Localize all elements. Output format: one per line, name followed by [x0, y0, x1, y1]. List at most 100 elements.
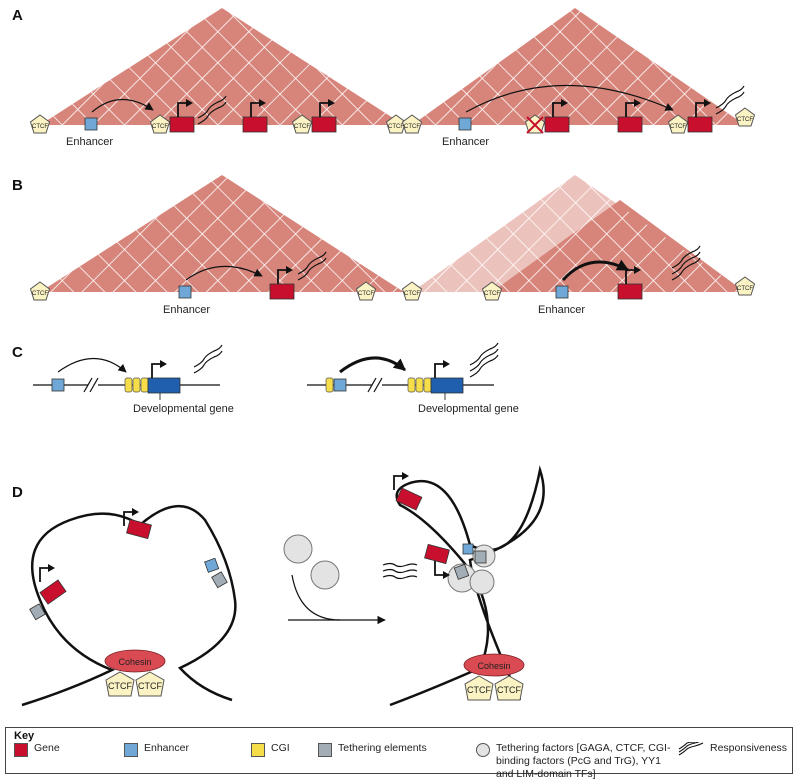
svg-text:CTCF: CTCF [497, 685, 521, 695]
ctcf-a-right-2: CTCF [668, 114, 688, 134]
enhancer-label-a-right: Enhancer [442, 136, 489, 148]
svg-text:CTCF: CTCF [737, 117, 753, 123]
svg-text:CTCF: CTCF [404, 291, 420, 297]
key-item-gene: Gene [14, 742, 60, 757]
svg-text:CTCF: CTCF [737, 286, 753, 292]
tether-factor-d-1 [283, 534, 313, 564]
figure-key: Key Gene Enhancer CGI Tethering elements… [5, 727, 793, 780]
developmental-gene-label-c-right: Developmental gene [418, 403, 519, 415]
tad-triangle-a-left [40, 8, 404, 125]
tether-factor-d-5 [469, 569, 495, 595]
svg-text:Cohesin: Cohesin [477, 661, 510, 671]
chromatin-loop-d-left [21, 505, 237, 707]
enhancer-a-right [458, 117, 472, 131]
responsiveness-c-right [469, 342, 499, 378]
ctcf-a-left-2: CTCF [150, 114, 170, 134]
tad-triangle-b-right [412, 175, 745, 292]
gene-a-right-3 [687, 116, 713, 133]
ctcf-d-left-2: CTCF [135, 671, 165, 697]
panel-label-c: C [12, 344, 23, 361]
svg-text:CTCF: CTCF [358, 291, 374, 297]
svg-text:CTCF: CTCF [138, 681, 162, 691]
responsiveness-b-right [671, 245, 701, 281]
cgi-swatch [251, 743, 265, 757]
interaction-arrow-c-right [339, 356, 406, 374]
gene-a-left-1 [169, 116, 195, 133]
key-label-cgi: CGI [271, 742, 290, 754]
key-label-tethering-elements: Tethering elements [338, 742, 427, 754]
responsiveness-a-right [715, 85, 745, 115]
transition-arrow-d [291, 574, 386, 625]
key-item-responsiveness: Responsiveness [678, 742, 787, 756]
enhancer-c-right [333, 378, 347, 392]
gene-a-right-1 [544, 116, 570, 133]
tss-arrow-c-left [151, 359, 168, 379]
svg-text:CTCF: CTCF [108, 681, 132, 691]
tether-element-d-right-1 [474, 550, 487, 564]
key-item-enhancer: Enhancer [124, 742, 189, 757]
ctcf-d-right-1: CTCF [464, 675, 494, 701]
tether-element-d-right-2 [453, 563, 470, 580]
key-item-tethering-factors: Tethering factors [GAGA, CTCF, CGI-bindi… [476, 742, 681, 781]
enhancer-label-b-right: Enhancer [538, 304, 585, 316]
svg-text:CTCF: CTCF [152, 124, 168, 130]
gene-a-right-2 [617, 116, 643, 133]
developmental-gene-c-left [147, 377, 181, 394]
gene-d-left-1 [123, 507, 152, 540]
svg-text:Cohesin: Cohesin [118, 657, 151, 667]
ctcf-b-right-2: CTCF [482, 281, 502, 301]
svg-text:CTCF: CTCF [388, 124, 404, 130]
panel-label-a: A [12, 7, 23, 24]
svg-text:CTCF: CTCF [670, 124, 686, 130]
responsiveness-a-left [197, 95, 227, 125]
interaction-arrow-b-left [185, 265, 263, 281]
key-label-gene: Gene [34, 742, 60, 754]
cgi-c-left [124, 377, 149, 393]
key-label-tethering-factors: Tethering factors [GAGA, CTCF, CGI-bindi… [496, 742, 671, 780]
svg-text:CTCF: CTCF [294, 124, 310, 130]
tss-arrow-c-right [434, 359, 451, 379]
key-label-enhancer: Enhancer [144, 742, 189, 754]
key-item-tethering-elements: Tethering elements [318, 742, 427, 757]
enhancer-label-a-left: Enhancer [66, 136, 113, 148]
svg-text:CTCF: CTCF [484, 291, 500, 297]
gene-b-right [617, 283, 643, 300]
tether-factor-d-2 [310, 560, 340, 590]
panel-label-d: D [12, 484, 23, 501]
ctcf-a-left-1: CTCF [30, 114, 50, 134]
ctcf-b-right-3: CTCF [735, 276, 755, 296]
svg-text:CTCF: CTCF [32, 291, 48, 297]
responsiveness-d-right [382, 562, 418, 580]
ctcf-a-left-3: CTCF [292, 114, 312, 134]
gene-b-left [269, 283, 295, 300]
enhancer-label-b-left: Enhancer [163, 304, 210, 316]
gene-a-left-2 [242, 116, 268, 133]
interaction-arrow-c-left [57, 358, 127, 373]
ctcf-b-right-1: CTCF [402, 281, 422, 301]
responsiveness-b-left [297, 251, 327, 281]
ctcf-a-right-1: CTCF [402, 114, 422, 134]
ctcf-a-left-4: CTCF [386, 114, 406, 134]
responsiveness-icon [678, 742, 704, 756]
key-item-cgi: CGI [251, 742, 290, 757]
enhancer-b-right [555, 285, 569, 299]
cgi-c-right [407, 377, 432, 393]
key-label-responsiveness: Responsiveness [710, 742, 788, 754]
developmental-gene-label-c-left: Developmental gene [133, 403, 234, 415]
tad-triangle-b-left [40, 175, 404, 292]
tether-element-d-left-1 [29, 603, 46, 621]
enhancer-swatch [124, 743, 138, 757]
developmental-gene-c-right [430, 377, 464, 394]
gene-d-right-1 [393, 471, 423, 511]
interaction-arrow-a-right [465, 84, 674, 113]
gene-a-left-3 [311, 116, 337, 133]
interaction-arrow-b-right [561, 259, 630, 282]
enhancer-a-left [84, 117, 98, 131]
svg-text:CTCF: CTCF [32, 124, 48, 130]
ctcf-a-right-deleted [525, 114, 545, 134]
gene-d-left-2 [39, 563, 67, 605]
tad-triangle-a-right [412, 8, 745, 125]
responsiveness-c-left [193, 344, 223, 374]
ctcf-d-right-2: CTCF [494, 675, 524, 701]
